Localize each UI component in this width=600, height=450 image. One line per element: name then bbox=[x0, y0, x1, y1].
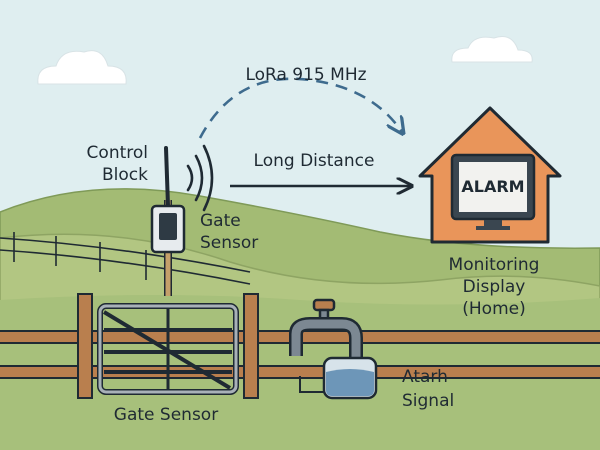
label-alarm-signal-line2: Signal bbox=[402, 391, 454, 411]
label-long-distance: Long Distance bbox=[254, 151, 375, 171]
label-monitoring-line3: (Home) bbox=[462, 299, 525, 319]
label-monitoring-line2: Display bbox=[463, 277, 526, 297]
metal-gate bbox=[97, 303, 239, 395]
lora-dashed-arrow bbox=[198, 77, 402, 139]
label-control-block-line2: Block bbox=[102, 165, 148, 185]
label-gate-sensor-top-line2: Sensor bbox=[200, 233, 258, 253]
label-gate-sensor-bottom: Gate Sensor bbox=[114, 405, 218, 425]
label-control-block-line1: Control bbox=[87, 143, 148, 163]
monitor-icon bbox=[450, 153, 536, 230]
label-alarm-signal-line1: Atarh bbox=[402, 367, 448, 387]
sensor-wire bbox=[299, 376, 330, 393]
faucet-icon bbox=[289, 298, 363, 360]
cloud-icon bbox=[451, 36, 533, 63]
antenna-icon bbox=[164, 146, 170, 208]
distant-fence bbox=[0, 232, 251, 285]
water-tank-icon bbox=[322, 356, 378, 400]
label-gate-sensor-top-line1: Gate bbox=[200, 211, 241, 231]
label-monitoring-line1: Monitoring bbox=[449, 255, 540, 275]
cloud-icon bbox=[37, 50, 127, 85]
label-lora-frequency: LoRa 915 MHz bbox=[245, 65, 366, 85]
radio-waves-icon bbox=[186, 144, 214, 212]
control-block-screen bbox=[159, 213, 177, 240]
monitor-screen-text: ALARM bbox=[461, 177, 524, 196]
